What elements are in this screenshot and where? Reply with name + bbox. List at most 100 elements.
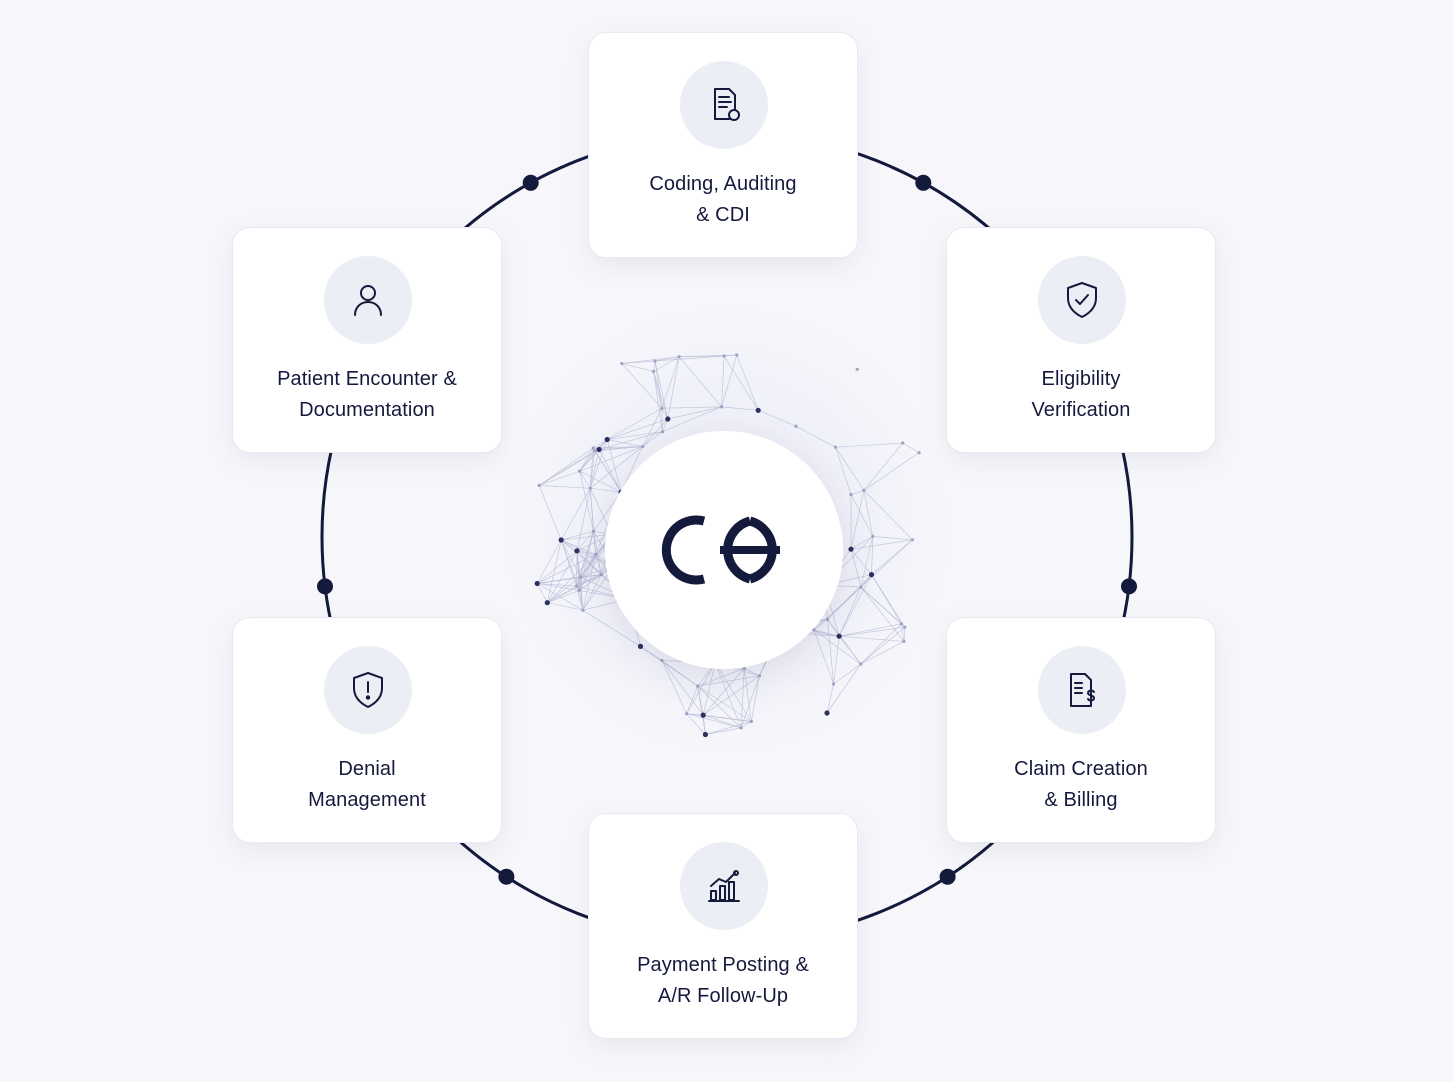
network-link xyxy=(838,574,872,637)
network-node xyxy=(849,493,853,497)
network-link xyxy=(607,418,668,440)
network-node xyxy=(660,430,664,434)
network-node xyxy=(868,572,875,578)
network-link xyxy=(714,662,742,729)
network-link xyxy=(850,539,913,550)
network-node xyxy=(578,469,582,473)
network-node xyxy=(825,617,830,621)
card-coding-auditing[interactable]: Coding, Auditing & CDI xyxy=(588,32,858,258)
network-node xyxy=(739,726,743,730)
network-link xyxy=(860,539,913,588)
ring-node-dot xyxy=(522,174,539,191)
bar-chart-trend-icon xyxy=(708,870,740,902)
network-link xyxy=(576,550,580,591)
network-link xyxy=(702,668,745,716)
network-node xyxy=(578,575,582,579)
network-node xyxy=(588,486,592,490)
network-link xyxy=(721,354,738,407)
card-claim-creation[interactable]: Claim Creation & Billing xyxy=(946,617,1216,843)
card-label-line-1: Eligibility xyxy=(1041,368,1121,390)
network-link xyxy=(860,641,905,665)
network-node xyxy=(581,608,585,612)
network-link xyxy=(589,446,643,489)
network-link xyxy=(721,355,725,407)
network-link xyxy=(835,447,865,491)
card-payment-posting[interactable]: Payment Posting & A/R Follow-Up xyxy=(588,813,858,1039)
network-node xyxy=(641,445,645,449)
ring-node-dot xyxy=(498,868,515,885)
network-node xyxy=(652,369,656,374)
network-link xyxy=(863,442,903,491)
network-link xyxy=(702,663,716,716)
user-icon xyxy=(354,285,382,316)
network-link xyxy=(740,668,745,728)
network-node xyxy=(685,712,689,716)
network-node xyxy=(660,406,664,410)
network-link xyxy=(826,663,862,714)
invoice-dollar-icon xyxy=(1070,673,1095,707)
network-link xyxy=(838,586,862,637)
card-label: Claim Creation & Billing xyxy=(957,754,1205,816)
network-link xyxy=(560,539,602,575)
shield-check-icon xyxy=(1067,282,1097,318)
network-link xyxy=(582,554,597,611)
network-node xyxy=(599,573,603,577)
network-link xyxy=(579,450,595,472)
network-link xyxy=(860,586,906,628)
network-link xyxy=(839,626,905,637)
network-link xyxy=(679,355,725,358)
network-link xyxy=(740,675,760,729)
card-patient-encounter[interactable]: Patient Encounter & Documentation xyxy=(232,227,502,453)
network-link xyxy=(576,550,596,555)
network-link xyxy=(902,442,920,454)
network-node xyxy=(735,353,739,357)
network-link xyxy=(751,675,760,722)
card-label: Denial Management xyxy=(243,754,491,816)
network-node xyxy=(653,359,657,363)
network-link xyxy=(872,536,913,541)
network-link xyxy=(697,686,706,735)
network-node xyxy=(855,367,859,371)
network-link xyxy=(850,494,874,537)
network-link xyxy=(714,662,752,722)
network-link xyxy=(827,619,834,685)
card-denial-management[interactable]: Denial Management xyxy=(232,617,502,843)
network-link xyxy=(595,554,602,575)
network-link xyxy=(579,446,643,472)
network-link xyxy=(593,531,602,575)
network-link xyxy=(702,675,760,716)
icon-badge xyxy=(680,842,768,930)
network-link xyxy=(607,431,663,440)
network-link xyxy=(653,356,680,372)
network-node xyxy=(702,731,708,738)
icon-badge xyxy=(324,256,412,344)
card-label-line-2: Verification xyxy=(1031,399,1131,421)
network-link xyxy=(758,409,797,427)
network-link xyxy=(705,727,742,735)
network-link xyxy=(576,488,591,551)
network-node xyxy=(899,622,903,626)
network-link xyxy=(539,485,591,489)
card-label: Coding, Auditing & CDI xyxy=(599,169,847,231)
network-link xyxy=(607,439,643,447)
network-node xyxy=(859,662,863,666)
network-link xyxy=(621,363,663,409)
network-node xyxy=(722,354,726,358)
network-link xyxy=(850,490,865,495)
network-link xyxy=(642,418,669,447)
network-node xyxy=(910,538,914,542)
network-link xyxy=(547,574,602,604)
network-link xyxy=(838,635,862,665)
network-link xyxy=(860,536,874,588)
network-link xyxy=(537,576,581,584)
card-label-line-2: A/R Follow-Up xyxy=(657,985,789,1007)
card-eligibility-verification[interactable]: Eligibility Verification xyxy=(946,227,1216,453)
network-link xyxy=(661,660,698,687)
network-link xyxy=(703,714,752,722)
network-link xyxy=(871,574,906,628)
network-link xyxy=(835,447,852,495)
network-link xyxy=(662,406,722,433)
network-link xyxy=(578,531,594,591)
shield-alert-icon xyxy=(353,672,383,708)
network-link xyxy=(813,629,862,665)
